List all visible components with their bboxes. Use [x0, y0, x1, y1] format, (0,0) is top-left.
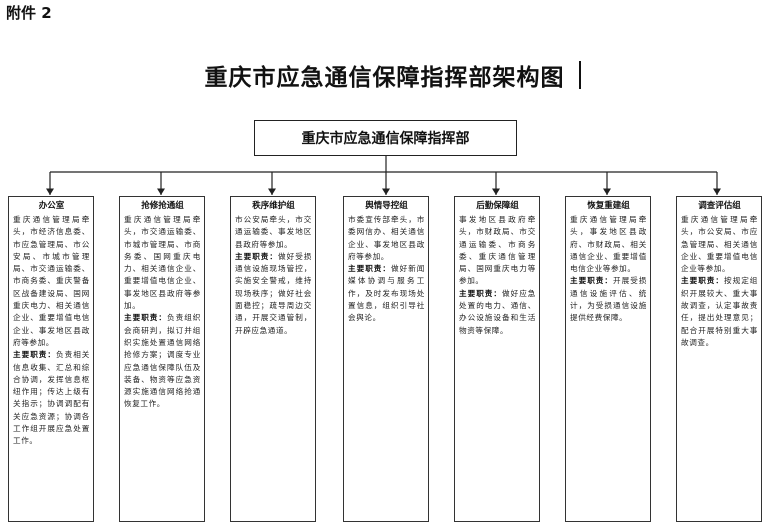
duty-label: 主要职责： — [13, 350, 56, 360]
group-members: 重庆通信管理局牵头，市公安局、市应急管理局、相关通信企业、重要增值电信企业等参加… — [681, 215, 758, 274]
page-title: 重庆市应急通信保障指挥部架构图 — [204, 65, 565, 91]
duty-label: 主要职责： — [348, 264, 391, 274]
group-description: 市公安局牵头，市交通运输委、事发地区县政府等参加。 主要职责：做好受损通信设施现… — [235, 214, 312, 337]
group-duties: 做好应急处置的电力、通信、办公设施设备和生活物资等保障。 — [459, 288, 536, 335]
duty-label: 主要职责： — [459, 288, 502, 298]
group-name: 抢修抢通组 — [141, 201, 184, 211]
duty-label: 主要职责： — [570, 276, 613, 286]
group-name: 秩序维护组 — [252, 201, 295, 211]
group-name: 办公室 — [38, 201, 65, 211]
group-investigation: 调查评估组 重庆通信管理局牵头，市公安局、市应急管理局、相关通信企业、重要增值电… — [676, 196, 762, 522]
group-duties: 按规定组织开展较大、重大事故调查，认定事故责任，提出处理意见；配合开展特别重大事… — [681, 276, 758, 347]
group-description: 市委宣传部牵头，市委网信办、相关通信企业、事发地区县政府等参加。 主要职责：做好… — [348, 214, 425, 325]
group-members: 重庆通信管理局牵头，事发地区县政府、市财政局、相关通信企业、重要增值电信企业等参… — [570, 215, 647, 274]
group-description: 事发地区县政府牵头，市财政局、市交通运输委、市商务委、重庆通信管理局、国网重庆电… — [459, 214, 536, 337]
group-office: 办公室 重庆通信管理局牵头，市经济信息委、市应急管理局、市公安局、市城市管理局、… — [8, 196, 94, 522]
group-duties: 负责组织会商研判，拟订并组织实施处置通信网络抢修方案；调度专业应急通信保障队伍及… — [124, 313, 201, 409]
group-duties: 做好新闻媒体协调与服务工作，及时发布现场处置信息，组织引导社会舆论。 — [348, 264, 425, 323]
duty-label: 主要职责： — [235, 251, 278, 261]
duty-label: 主要职责： — [681, 276, 724, 286]
group-members: 重庆通信管理局牵头，市经济信息委、市应急管理局、市公安局、市城市管理局、市交通运… — [13, 215, 90, 347]
headquarters-box: 重庆市应急通信保障指挥部 — [254, 120, 517, 156]
group-description: 重庆通信管理局牵头，事发地区县政府、市财政局、相关通信企业、重要增值电信企业等参… — [570, 214, 647, 325]
group-duties: 做好受损通信设施现场管控，实施安全警戒，维持现场秩序；做好社会面稳控；疏导周边交… — [235, 251, 312, 335]
group-logistics: 后勤保障组 事发地区县政府牵头，市财政局、市交通运输委、市商务委、重庆通信管理局… — [454, 196, 540, 522]
group-name: 调查评估组 — [698, 201, 741, 211]
group-name: 舆情导控组 — [365, 201, 408, 211]
group-members: 市委宣传部牵头，市委网信办、相关通信企业、事发地区县政府等参加。 — [348, 215, 425, 261]
group-reconstruction: 恢复重建组 重庆通信管理局牵头，事发地区县政府、市财政局、相关通信企业、重要增值… — [565, 196, 651, 522]
group-description: 重庆通信管理局牵头，市经济信息委、市应急管理局、市公安局、市城市管理局、市交通运… — [13, 214, 90, 448]
group-repair: 抢修抢通组 重庆通信管理局牵头，市交通运输委、市城市管理局、市商务委、国网重庆电… — [119, 196, 205, 522]
group-name: 恢复重建组 — [587, 201, 630, 211]
group-description: 重庆通信管理局牵头，市交通运输委、市城市管理局、市商务委、国网重庆电力、相关通信… — [124, 214, 201, 411]
group-description: 重庆通信管理局牵头，市公安局、市应急管理局、相关通信企业、重要增值电信企业等参加… — [681, 214, 758, 349]
headquarters-label: 重庆市应急通信保障指挥部 — [301, 131, 470, 147]
group-duties: 负责相关信息收集、汇总和综合协调，发挥信息枢纽作用；传达上级有关指示；协调调配有… — [13, 350, 90, 446]
attachment-label: 附件 2 — [6, 4, 52, 22]
group-members: 事发地区县政府牵头，市财政局、市交通运输委、市商务委、重庆通信管理局、国网重庆电… — [459, 215, 536, 286]
group-members: 市公安局牵头，市交通运输委、事发地区县政府等参加。 — [235, 215, 312, 249]
group-order: 秩序维护组 市公安局牵头，市交通运输委、事发地区县政府等参加。 主要职责：做好受… — [230, 196, 316, 522]
group-name: 后勤保障组 — [476, 201, 519, 211]
duty-label: 主要职责： — [124, 313, 167, 323]
group-members: 重庆通信管理局牵头，市交通运输委、市城市管理局、市商务委、国网重庆电力、相关通信… — [124, 215, 201, 311]
group-duties: 开展受损通信设施评估、统计，为受损通信设施提供经费保障。 — [570, 276, 647, 323]
text-cursor — [579, 61, 581, 89]
group-public-opinion: 舆情导控组 市委宣传部牵头，市委网信办、相关通信企业、事发地区县政府等参加。 主… — [343, 196, 429, 522]
